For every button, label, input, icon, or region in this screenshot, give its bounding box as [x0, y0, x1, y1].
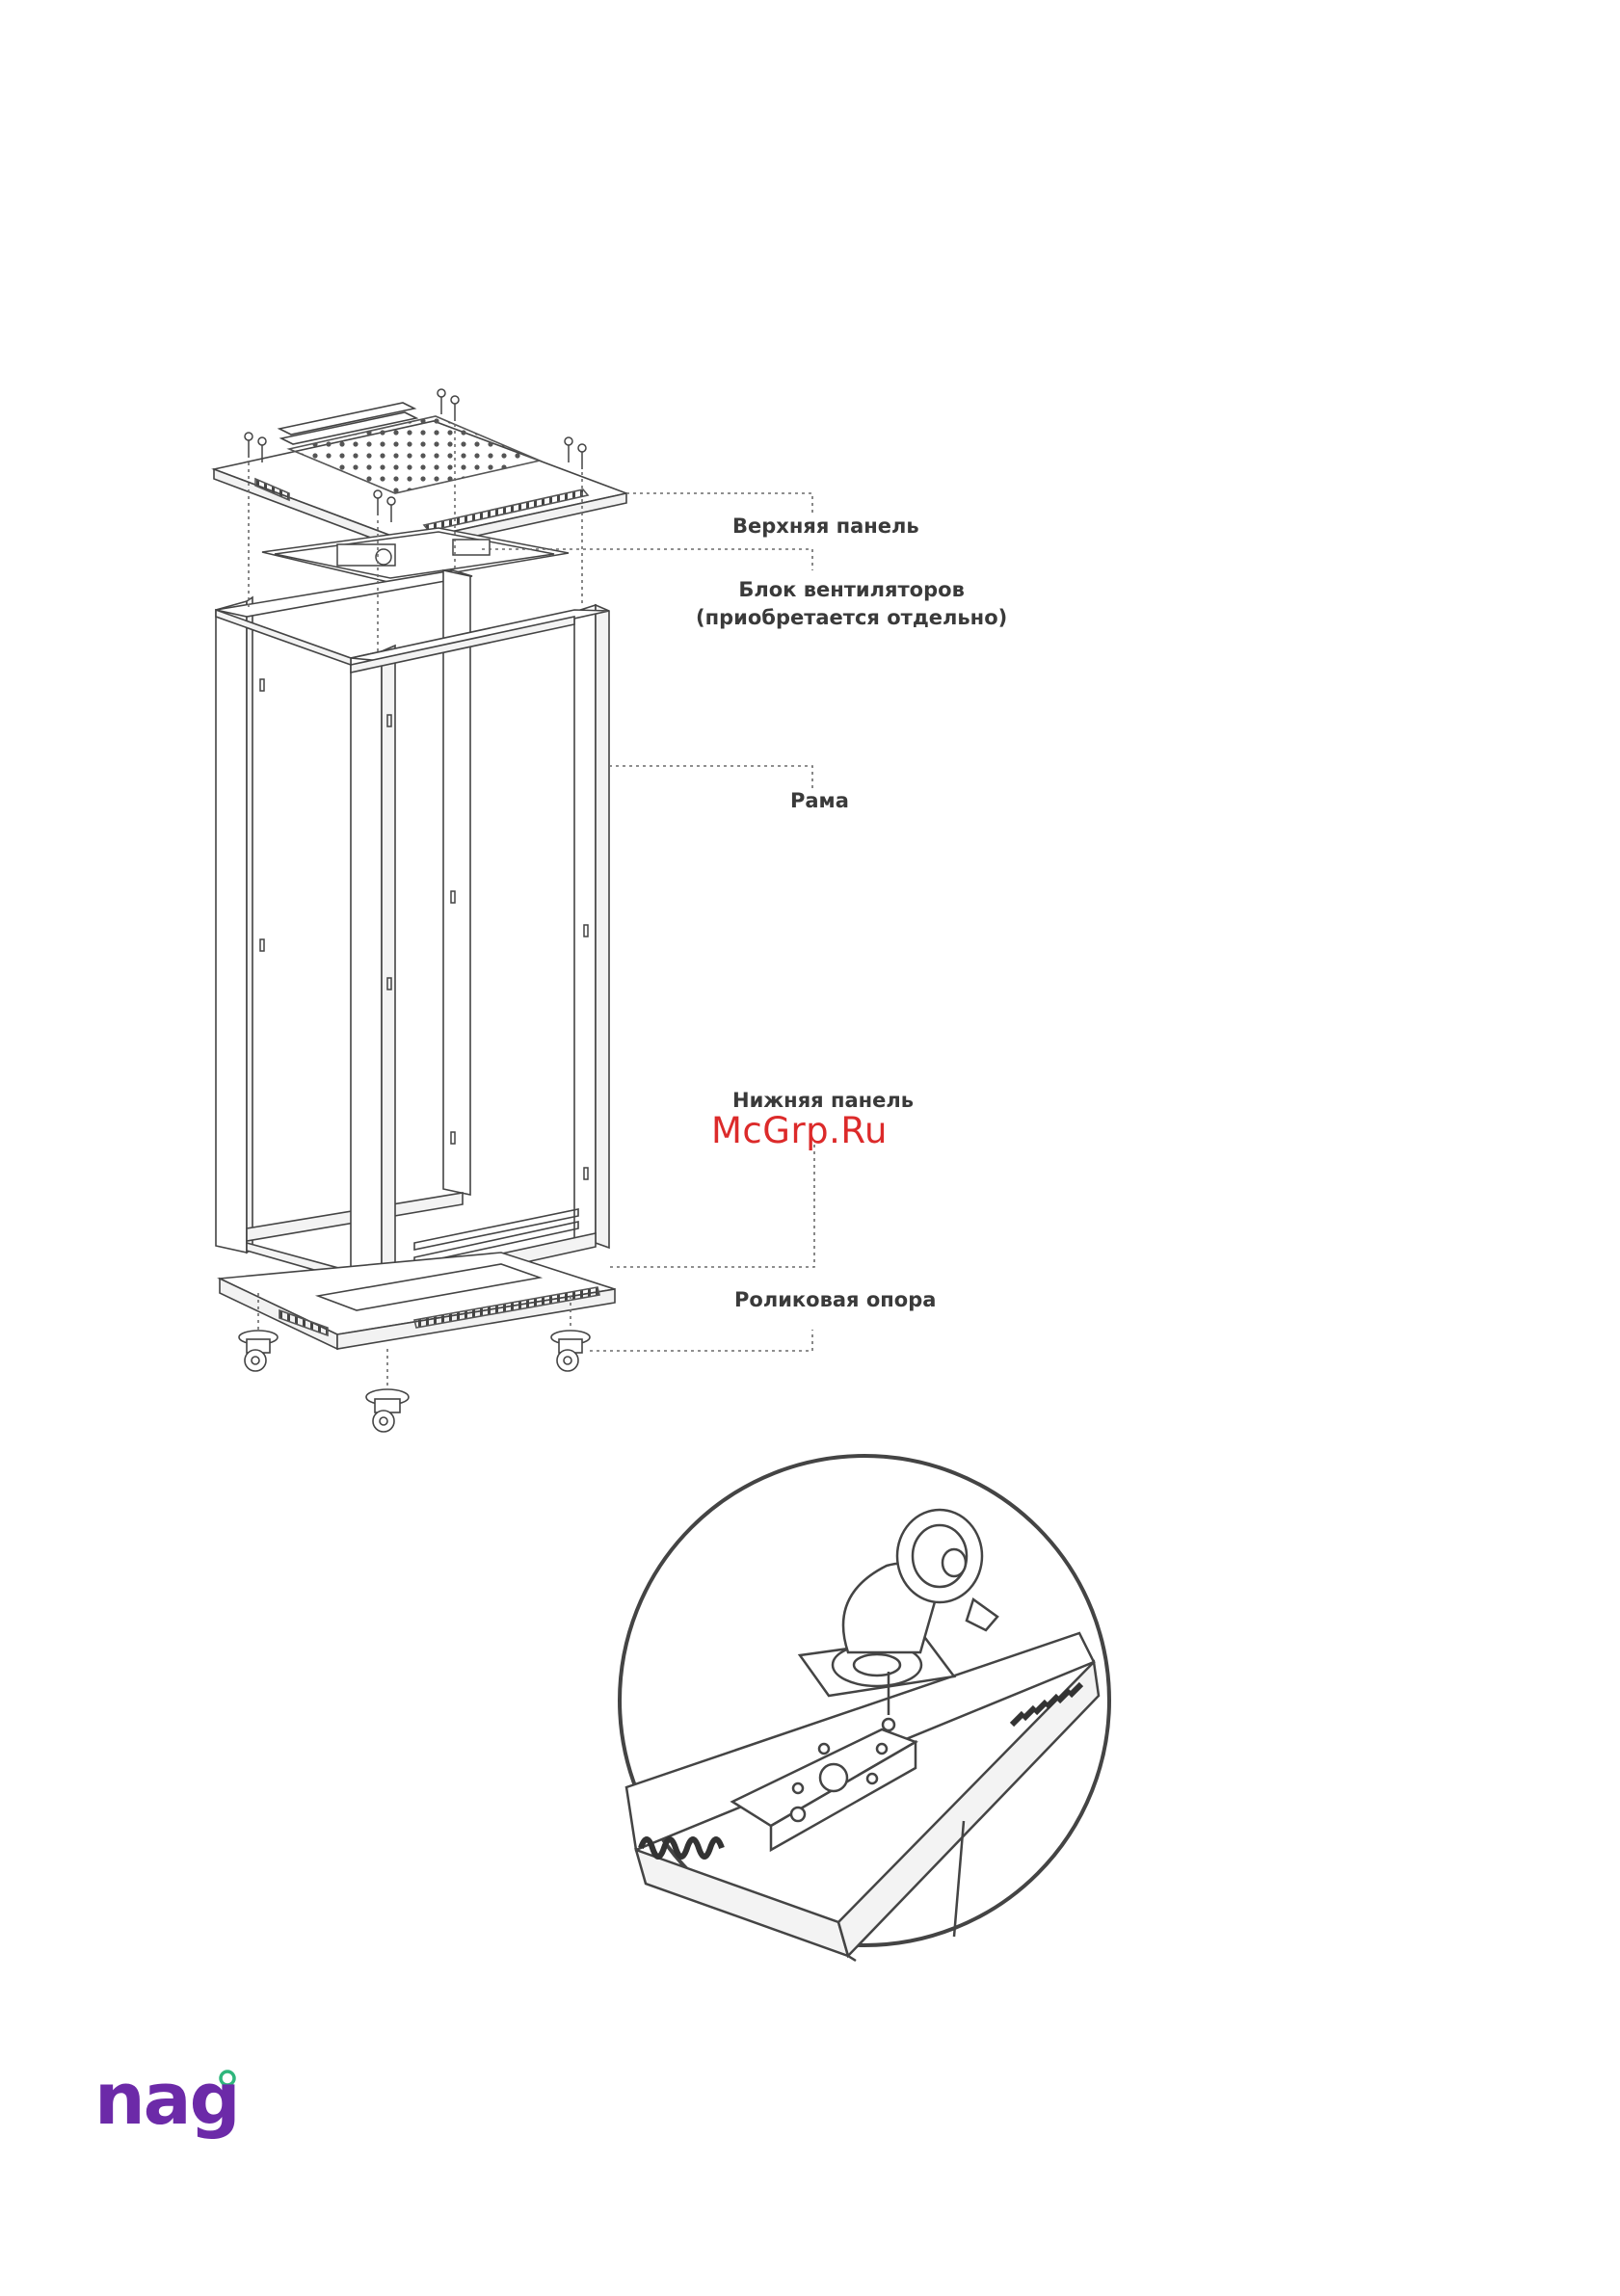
- label-fan-block-line1: Блок вентиляторов: [696, 576, 1007, 604]
- caster-left: [239, 1331, 278, 1371]
- label-caster-support: Роликовая опора: [734, 1286, 936, 1314]
- frame-slot-marks: [260, 679, 588, 1179]
- caster-detail-view: [620, 1456, 1109, 1961]
- label-fan-block-line2: (приобретается отдельно): [696, 604, 1007, 632]
- nag-logo-text: nag: [94, 2064, 239, 2135]
- label-frame: Рама: [790, 787, 849, 815]
- casters: [239, 1331, 590, 1432]
- watermark: McGrp.Ru: [711, 1110, 888, 1151]
- caster-front: [366, 1389, 409, 1432]
- label-fan-block: Блок вентиляторов (приобретается отдельн…: [696, 576, 1007, 633]
- fan-block: [262, 528, 569, 583]
- top-panel: [214, 403, 626, 551]
- caster-right: [551, 1331, 590, 1371]
- cabinet-frame: [216, 570, 609, 1306]
- label-top-panel: Верхняя панель: [732, 513, 919, 541]
